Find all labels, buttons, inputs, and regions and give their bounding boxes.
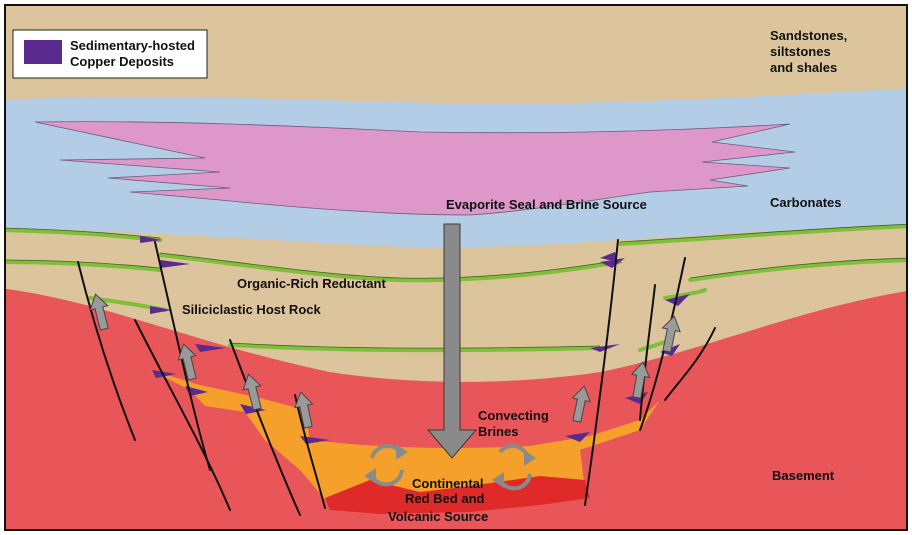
legend: Sedimentary-hosted Copper Deposits <box>12 29 208 79</box>
diagram-frame <box>4 4 908 531</box>
label-organic: Organic-Rich Reductant <box>237 276 386 291</box>
label-continental-1: Continental <box>412 476 484 491</box>
label-sandstones-3: and shales <box>770 60 837 75</box>
up-arrow-icons <box>89 293 681 429</box>
evaporite-layer <box>34 121 796 216</box>
red-bed-layer <box>150 370 660 508</box>
organic-layer-outline <box>5 223 907 349</box>
label-basement: Basement <box>772 468 835 483</box>
label-convecting-2: Brines <box>478 424 518 439</box>
label-sandstones-2: siltstones <box>770 44 831 59</box>
legend-swatch <box>24 40 62 64</box>
up-arrow-icon <box>89 293 109 331</box>
label-continental-3: Volcanic Source <box>388 509 488 524</box>
up-arrow-icon <box>661 315 681 353</box>
label-continental-2: Red Bed and <box>405 491 485 506</box>
label-siliciclastic: Siliciclastic Host Rock <box>182 302 321 317</box>
up-arrow-icon <box>177 343 197 381</box>
up-arrow-icon <box>294 391 314 429</box>
fault-lines <box>77 239 716 516</box>
label-convecting-1: Convecting <box>478 408 549 423</box>
label-carbonates: Carbonates <box>770 195 842 210</box>
legend-label-line2: Copper Deposits <box>70 54 174 69</box>
label-evaporite: Evaporite Seal and Brine Source <box>446 197 647 212</box>
label-sandstones-1: Sandstones, <box>770 28 847 43</box>
legend-label-line1: Sedimentary-hosted <box>70 38 195 53</box>
up-arrow-icon <box>630 361 651 399</box>
circular-arrow-heads <box>364 444 536 488</box>
up-arrow-icon <box>242 373 262 411</box>
up-arrow-icon <box>571 385 591 423</box>
large-down-arrow-icon <box>426 223 478 459</box>
